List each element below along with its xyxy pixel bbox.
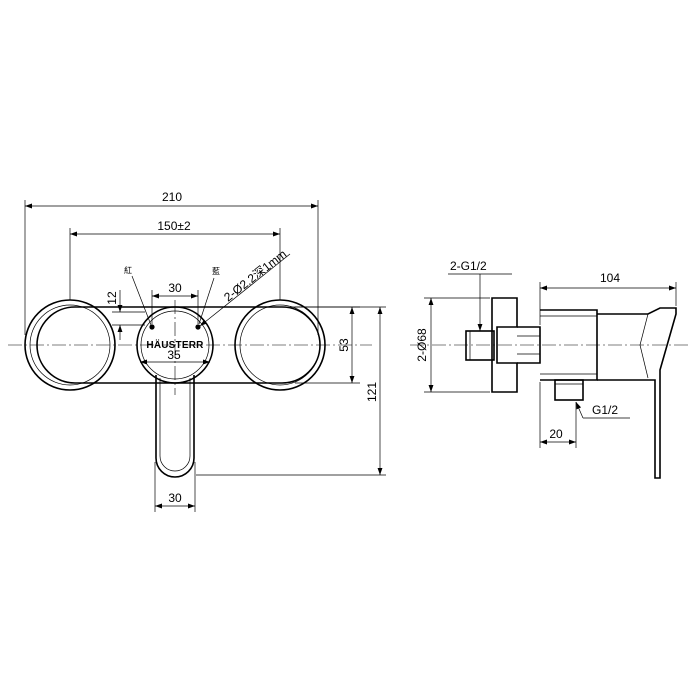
side-view: 2-G1/2 104 2-Ø68 G1/2 20 [410,259,690,479]
handle-lever-outline [155,375,195,478]
dim-label-2-g1-2: 2-G1/2 [450,259,487,273]
dim-label-30-top: 30 [168,281,182,295]
dim-label-210: 210 [162,190,182,204]
dim-label-30-bottom: 30 [168,491,182,505]
dim-label-104: 104 [600,271,620,285]
side-bottom-outlet [554,379,584,401]
dimension-2-g1-2: 2-G1/2 [448,259,512,331]
hole-spec-label: 2-Ø2.2深1mm [221,247,289,304]
blue-marker-label: 藍 [212,266,220,276]
blue-marker-leader [198,277,215,325]
front-view: HÄUSTERR 210 150±2 12 30 [8,190,386,512]
dim-label-150: 150±2 [157,219,191,233]
dimension-12: 12 [105,290,145,340]
dimension-30-bottom: 30 [154,462,196,512]
side-wall-flange [491,297,518,393]
blue-indicator-hole [195,324,201,330]
dim-label-12: 12 [105,291,119,305]
red-indicator-hole [149,324,155,330]
dimension-g1-2: G1/2 [575,401,630,419]
side-handle-lever [597,307,677,479]
red-marker-leader [131,275,152,326]
dim-label-g1-2: G1/2 [592,403,618,417]
dimension-150: 150±2 [69,219,281,300]
dimension-121: 121 [196,306,386,476]
brand-logo: HÄUSTERR [146,338,204,351]
dimension-30-top: 30 [151,281,199,324]
red-marker-label: 紅 [124,265,132,275]
dim-label-121: 121 [365,382,379,402]
dimension-2-dia-68: 2-Ø68 [415,297,490,393]
hole-spec-callout: 2-Ø2.2深1mm [199,247,291,327]
dim-label-35: 35 [167,348,181,362]
dimension-104: 104 [539,271,677,325]
dim-label-53: 53 [337,338,351,352]
center-hub [136,306,214,384]
valve-body-outline [36,306,321,384]
dim-label-20: 20 [549,427,563,441]
side-hex-nut [517,326,541,364]
dimension-20: 20 [539,382,577,448]
dim-label-2-dia-68: 2-Ø68 [415,328,429,362]
dimension-35: 35 [140,348,210,365]
dimension-210: 210 [24,190,319,335]
